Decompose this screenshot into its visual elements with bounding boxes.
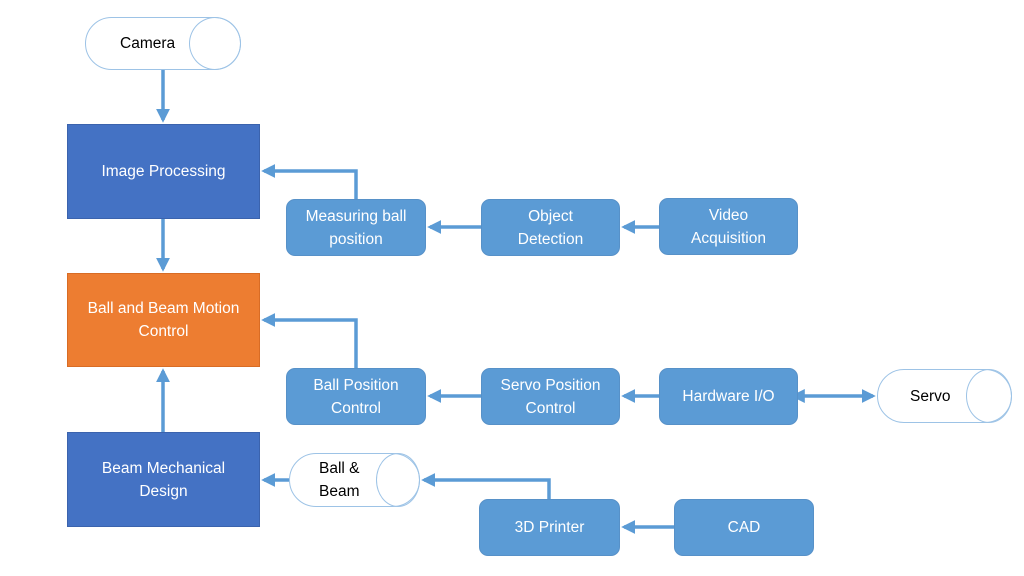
edge-3d-printer-to-ball-and-beam: [421, 473, 551, 499]
hardware-io-label: Hardware I/O: [682, 388, 775, 405]
edge-measuring-to-image-processing: [261, 164, 358, 199]
edge-ball-position-control-to-motion-control: [261, 313, 358, 368]
ball-position-control-label: Ball Position Control: [313, 376, 399, 417]
cad-label: CAD: [727, 519, 761, 536]
cylinder-end-icon: [189, 17, 241, 70]
servo-position-control-node[interactable]: Servo Position Control: [481, 368, 620, 425]
servo-node[interactable]: Servo: [877, 369, 1012, 423]
object-detection-node[interactable]: Object Detection: [481, 199, 620, 256]
beam-mechanical-design-label: Beam Mechanical Design: [101, 459, 226, 500]
ball-and-beam-node[interactable]: Ball & Beam: [289, 453, 420, 507]
camera-label: Camera: [120, 35, 176, 52]
hardware-io-node[interactable]: Hardware I/O: [659, 368, 798, 425]
camera-node[interactable]: Camera: [85, 17, 241, 70]
beam-mechanical-design-node[interactable]: Beam Mechanical Design: [67, 432, 260, 527]
video-acquisition-label: Video Acquisition: [691, 206, 766, 247]
ball-and-beam-label: Ball & Beam: [319, 460, 360, 500]
servo-position-control-label: Servo Position Control: [500, 376, 601, 417]
motion-control-node[interactable]: Ball and Beam Motion Control: [67, 273, 260, 367]
image-processing-node[interactable]: Image Processing: [67, 124, 260, 219]
cylinder-end-icon: [376, 453, 420, 507]
servo-label: Servo: [910, 387, 951, 405]
object-detection-label: Object Detection: [517, 207, 584, 248]
measuring-ball-position-node[interactable]: Measuring ball position: [286, 199, 426, 256]
measuring-ball-position-label: Measuring ball position: [305, 207, 407, 248]
3d-printer-label: 3D Printer: [514, 519, 585, 536]
image-processing-label: Image Processing: [101, 163, 226, 180]
video-acquisition-node[interactable]: Video Acquisition: [659, 198, 798, 255]
3d-printer-node[interactable]: 3D Printer: [479, 499, 620, 556]
ball-position-control-node[interactable]: Ball Position Control: [286, 368, 426, 425]
cad-node[interactable]: CAD: [674, 499, 814, 556]
motion-control-label: Ball and Beam Motion Control: [87, 300, 240, 340]
cylinder-end-icon: [966, 369, 1012, 423]
